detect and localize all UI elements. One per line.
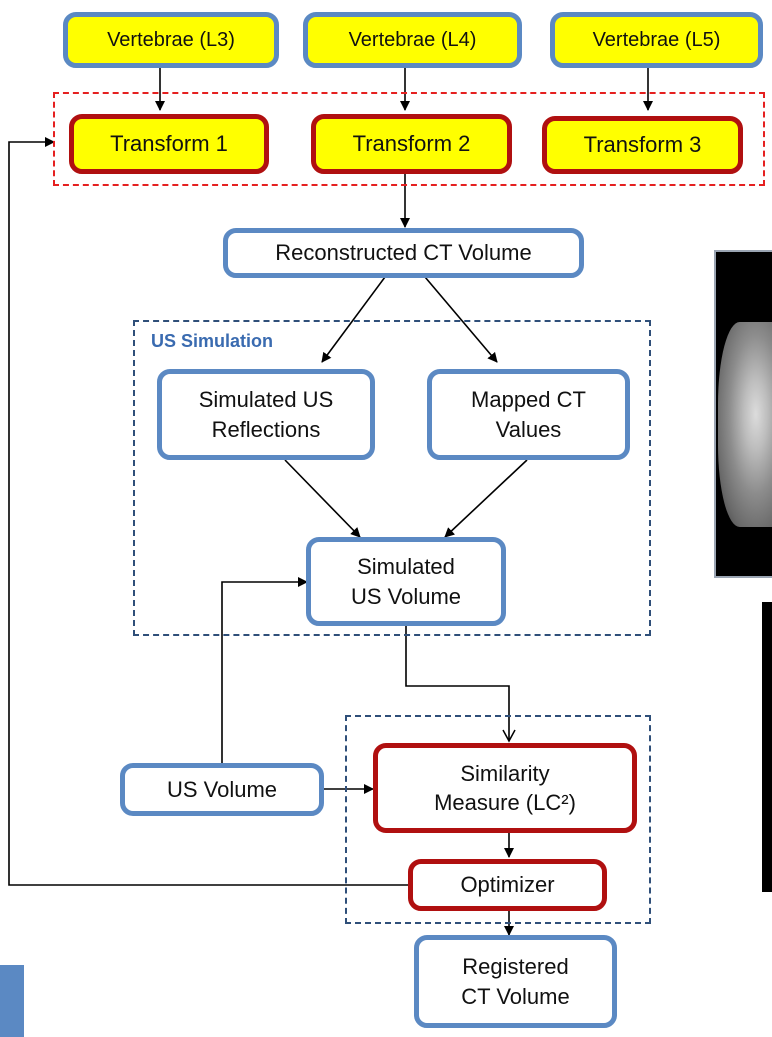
arrow-reconstructed-reflections (321, 276, 386, 363)
us-simulation-group-box (133, 320, 651, 636)
ct-scan-image (714, 250, 772, 578)
arrow-reflections-simvol (284, 459, 361, 538)
similarity-group-box (345, 715, 651, 924)
transform-2-box: Transform 2 (311, 114, 512, 174)
ultrasound-image-fragment (762, 602, 772, 892)
reconstructed-ct-volume-box: Reconstructed CT Volume (223, 228, 584, 278)
vertebrae-l3-box: Vertebrae (L3) (63, 12, 279, 68)
mapped-ct-values-box: Mapped CT Values (427, 369, 630, 460)
transform-3-box: Transform 3 (542, 116, 743, 174)
registered-ct-volume-box: Registered CT Volume (414, 935, 617, 1028)
vertebrae-l4-box: Vertebrae (L4) (303, 12, 522, 68)
simulated-us-volume-box: Simulated US Volume (306, 537, 506, 626)
arrow-reconstructed-mapped (424, 276, 498, 363)
arrow-usvolume-simvol (221, 577, 308, 764)
arrow-optimizer-feedback (8, 137, 408, 886)
us-volume-box: US Volume (120, 763, 324, 816)
vertebrae-l5-box: Vertebrae (L5) (550, 12, 763, 68)
similarity-measure-box: Similarity Measure (LC²) (373, 743, 637, 833)
arrow-mapped-simvol (444, 459, 528, 538)
transform-1-box: Transform 1 (69, 114, 269, 174)
corner-blue-block (0, 965, 24, 1037)
transform-group-box (53, 92, 765, 186)
us-simulation-label: US Simulation (151, 331, 274, 351)
optimizer-box: Optimizer (408, 859, 607, 911)
simulated-us-reflections-box: Simulated US Reflections (157, 369, 375, 460)
arrow-simvol-similarity (405, 626, 516, 743)
